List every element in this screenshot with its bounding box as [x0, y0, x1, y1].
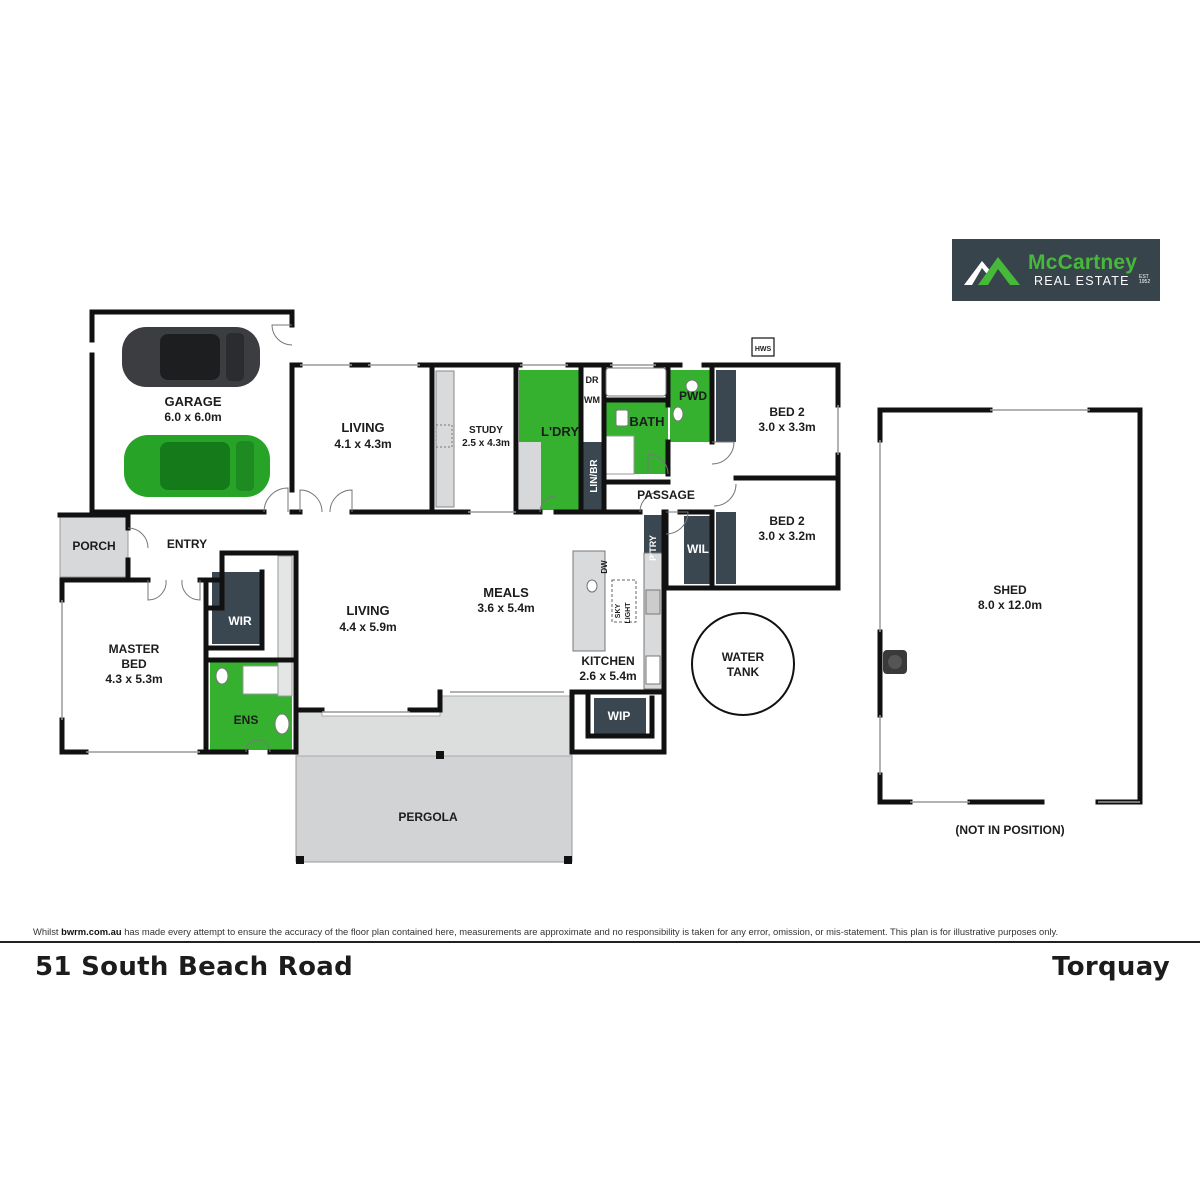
disclaimer-site-link[interactable]: bwrm.com.au [61, 926, 122, 937]
water-tank [691, 612, 795, 716]
brand-est: EST 1952 [1139, 275, 1153, 285]
pwd-label: PWD [679, 389, 707, 403]
bed2b-label: BED 2 [769, 514, 805, 528]
fixtures [215, 367, 699, 735]
footer-divider [0, 941, 1200, 943]
hws-unit [751, 337, 775, 357]
hws-label: HWS [755, 346, 772, 353]
skylight [611, 579, 637, 623]
living2-label: LIVING [346, 603, 389, 618]
wil-label: WIL [687, 542, 709, 556]
ptry-cupboard [644, 515, 662, 553]
room-labels: GARAGE 6.0 x 6.0m LIVING 4.1 x 4.3m STUD… [72, 375, 1064, 837]
ens-label: ENS [234, 713, 259, 727]
wip-label: WIP [608, 709, 631, 723]
meals-label: MEALS [483, 585, 529, 600]
skylight-label-1: SKY [615, 603, 622, 618]
wip-robe [594, 698, 646, 734]
brand-est-label: EST [1139, 274, 1149, 280]
living1-label: LIVING [341, 420, 384, 435]
brand-logo: McCartney REAL ESTATE EST 1952 [952, 239, 1160, 301]
master-label-1: MASTER [109, 642, 160, 656]
bath-label: BATH [629, 414, 664, 429]
linbr-label: LIN/BR [589, 459, 600, 493]
brand-name: McCartney [1028, 251, 1138, 274]
windows [61, 364, 1140, 803]
car-dark-icon [122, 327, 260, 387]
kitchen-label: KITCHEN [581, 654, 634, 668]
kitchen-island [572, 550, 606, 652]
garage-size: 6.0 x 6.0m [164, 410, 221, 424]
dw-label: DW [600, 560, 609, 574]
study-label: STUDY [469, 425, 503, 436]
shed-size: 8.0 x 12.0m [978, 598, 1042, 612]
master-label-2: BED [121, 657, 147, 671]
master-size: 4.3 x 5.3m [105, 672, 162, 686]
mountain-logo-icon [964, 257, 1020, 285]
linbr-cupboard [583, 442, 603, 510]
bed2a-label: BED 2 [769, 405, 805, 419]
car-green-icon [124, 435, 270, 497]
floor-plan: HWS GARAGE 6.0 x 6.0m LIVING 4.1 x 4.3m … [57, 309, 1143, 864]
pergola-area [295, 753, 573, 863]
meals-size: 3.6 x 5.4m [477, 601, 534, 615]
brand-sub: REAL ESTATE [1034, 274, 1130, 288]
ptry-label: P'TRY [648, 535, 658, 561]
bed2b-size: 3.0 x 3.2m [758, 529, 815, 543]
shed-stove-icon [883, 650, 907, 674]
kitchen-size: 2.6 x 5.4m [579, 669, 636, 683]
laundry-label: L'DRY [541, 424, 579, 439]
dr-label: DR [586, 375, 599, 385]
property-suburb: Torquay [1052, 952, 1170, 982]
disclaimer-text: has made every attempt to ensure the acc… [124, 926, 1059, 937]
wir-label: WIR [228, 614, 252, 628]
living2-size: 4.4 x 5.9m [339, 620, 396, 634]
entry-label: ENTRY [167, 537, 207, 551]
wm-label: WM [584, 395, 600, 405]
disclaimer: Whilst bwrm.com.au has made every attemp… [33, 926, 1058, 937]
shed-label: SHED [993, 583, 1027, 597]
bed2a-size: 3.0 x 3.3m [758, 420, 815, 434]
pergola-label: PERGOLA [398, 810, 458, 824]
passage-label: PASSAGE [637, 488, 695, 502]
water-tank-label-2: TANK [727, 665, 760, 679]
garage-label: GARAGE [164, 394, 221, 409]
living1-size: 4.1 x 4.3m [334, 437, 391, 451]
wil-robe [684, 516, 712, 584]
brand-est-year: 1952 [1139, 279, 1151, 285]
walls [57, 309, 1143, 805]
study-size: 2.5 x 4.3m [462, 438, 510, 449]
doors [127, 324, 737, 753]
property-address: 51 South Beach Road [35, 952, 354, 982]
disclaimer-prefix: Whilst [33, 926, 59, 937]
skylight-label-2: LIGHT [625, 602, 632, 624]
porch-label: PORCH [72, 539, 115, 553]
water-tank-label-1: WATER [722, 650, 765, 664]
deck-area [295, 695, 573, 757]
not-in-position-note: (NOT IN POSITION) [955, 823, 1064, 837]
